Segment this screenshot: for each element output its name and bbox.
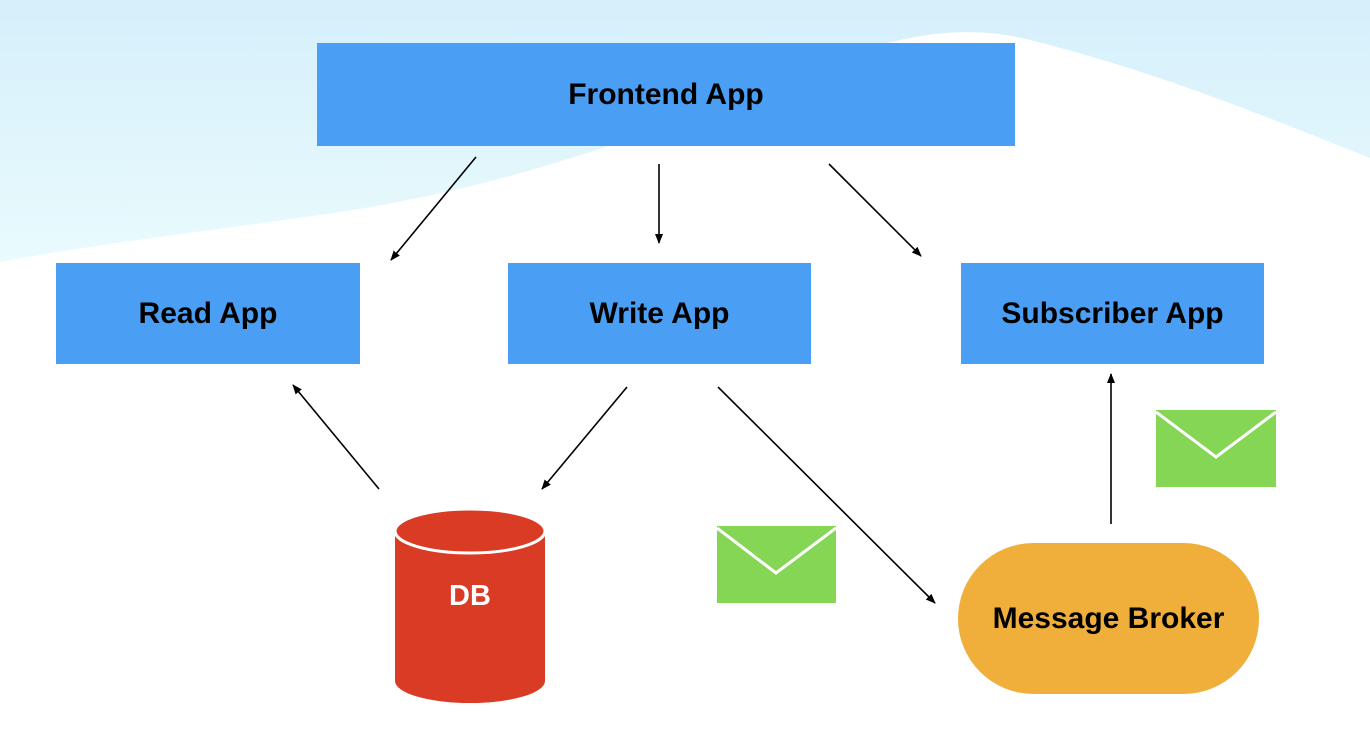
read-app-node: Read App bbox=[56, 263, 360, 364]
envelope-icon bbox=[1155, 410, 1277, 487]
arrow-write-to-broker bbox=[717, 386, 936, 604]
db-cylinder bbox=[393, 507, 547, 703]
arrow-db-to-read bbox=[292, 384, 380, 490]
db-label: DB bbox=[449, 580, 491, 612]
frontend-app-label: Frontend App bbox=[568, 77, 764, 111]
arrow-frontend-to-read bbox=[390, 156, 477, 261]
message-broker-node: Message Broker bbox=[958, 543, 1259, 694]
write-app-node: Write App bbox=[508, 263, 811, 364]
read-app-label: Read App bbox=[138, 296, 278, 330]
subscriber-app-node: Subscriber App bbox=[961, 263, 1264, 364]
envelope-icon bbox=[716, 526, 837, 603]
frontend-app-node: Frontend App bbox=[317, 43, 1015, 146]
subscriber-app-label: Subscriber App bbox=[1001, 296, 1224, 330]
arrow-write-to-db bbox=[541, 386, 628, 490]
write-app-label: Write App bbox=[589, 296, 730, 330]
arrow-frontend-to-subscriber bbox=[828, 163, 922, 257]
message-broker-label: Message Broker bbox=[992, 601, 1225, 635]
